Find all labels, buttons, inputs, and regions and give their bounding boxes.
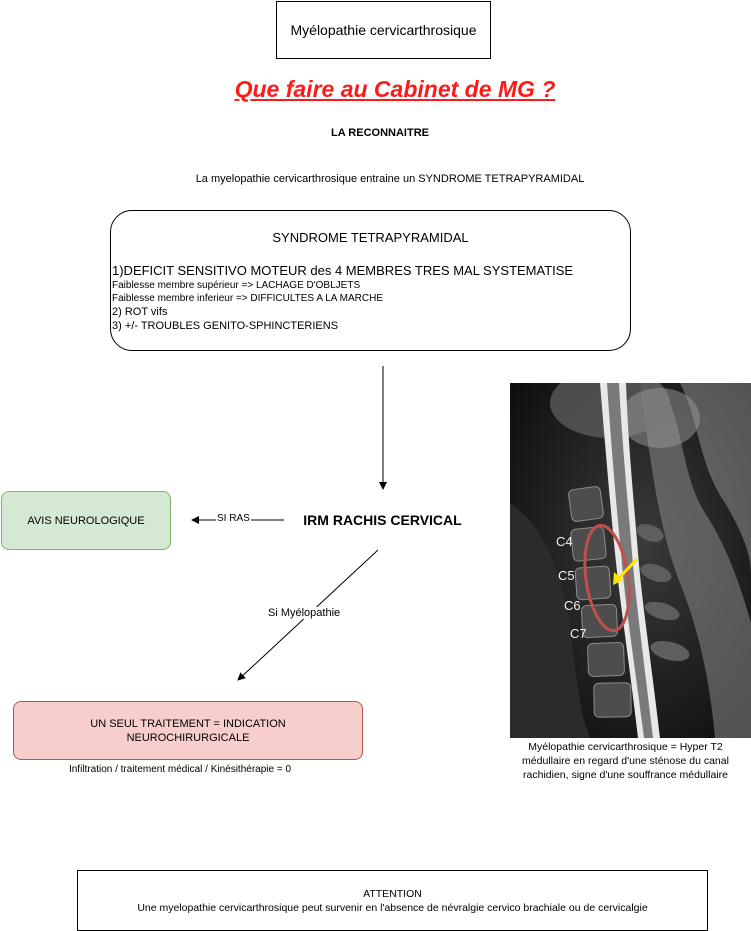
diagram-title: Myélopathie cervicarthrosique — [276, 1, 491, 59]
traitement-node: UN SEUL TRAITEMENT = INDICATION NEUROCHI… — [13, 701, 363, 760]
mri-label-c7: C7 — [570, 626, 587, 641]
attention-text: Une myelopathie cervicarthrosique peut s… — [137, 901, 648, 914]
mri-caption: Myélopathie cervicarthrosique = Hyper T2… — [500, 740, 751, 782]
edge-label-si-ras: SI RAS — [216, 513, 251, 524]
mri-image: C4 C5 C6 C7 — [510, 383, 751, 738]
traitement-line-2: NEUROCHIRURGICALE — [126, 731, 250, 744]
syndrome-line: Faiblesse membre supérieur => LACHAGE D'… — [112, 280, 361, 291]
avis-label: AVIS NEUROLOGIQUE — [27, 514, 145, 527]
main-question: Que faire au Cabinet de MG ? — [234, 76, 556, 102]
syndrome-body: 1)DEFICIT SENSITIVO MOTEUR des 4 MEMBRES… — [112, 263, 573, 333]
mri-caption-line: médullaire en regard d'une sténose du ca… — [522, 755, 729, 767]
syndrome-line: 2) ROT vifs — [112, 306, 168, 318]
attention-heading: ATTENTION — [363, 887, 422, 900]
section-heading: LA RECONNAITRE — [331, 127, 429, 139]
mri-label-c6: C6 — [564, 598, 581, 613]
irm-node: IRM RACHIS CERVICAL — [303, 512, 462, 528]
syndrome-tetrapyramidal-box: SYNDROME TETRAPYRAMIDAL 1)DEFICIT SENSIT… — [110, 210, 631, 351]
mri-caption-line: rachidien, signe d'une souffrance médull… — [523, 769, 728, 781]
intro-text: La myelopathie cervicarthrosique entrain… — [195, 173, 585, 185]
syndrome-line: Faiblesse membre inferieur => DIFFICULTE… — [112, 293, 384, 304]
syndrome-line: 1)DEFICIT SENSITIVO MOTEUR des 4 MEMBRES… — [112, 263, 574, 278]
traitement-line-1: UN SEUL TRAITEMENT = INDICATION — [90, 717, 286, 730]
diagram-title-text: Myélopathie cervicarthrosique — [290, 22, 477, 38]
attention-box: ATTENTION Une myelopathie cervicarthrosi… — [77, 870, 708, 931]
mri-caption-line: Myélopathie cervicarthrosique = Hyper T2 — [528, 741, 723, 753]
syndrome-title: SYNDROME TETRAPYRAMIDAL — [272, 230, 469, 245]
syndrome-line: 3) +/- TROUBLES GENITO-SPHINCTERIENS — [112, 320, 339, 332]
edge-label-si-myelopathie: Si Myélopathie — [266, 607, 343, 619]
stenosis-highlight-ellipse — [583, 523, 631, 633]
mri-label-c4: C4 — [556, 534, 573, 549]
avis-neurologique-node: AVIS NEUROLOGIQUE — [1, 491, 171, 550]
traitement-note: Infiltration / traitement médical / Kiné… — [68, 764, 292, 775]
mri-label-c5: C5 — [558, 568, 575, 583]
mri-illustration: C4 C5 C6 C7 — [510, 383, 751, 738]
hyper-t2-arrow-icon — [613, 557, 639, 585]
